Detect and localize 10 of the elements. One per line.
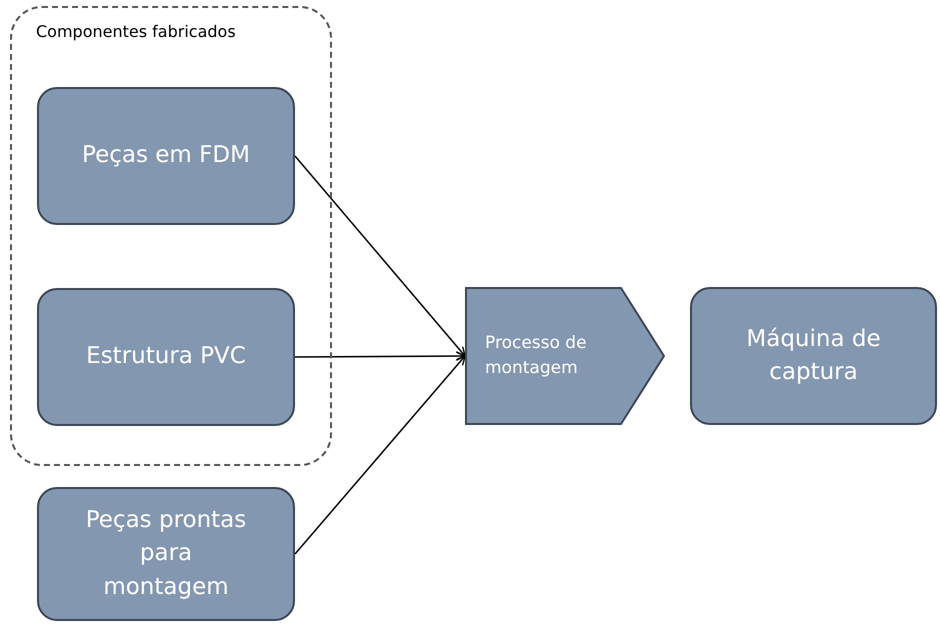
node-label: Processo de montagem: [485, 332, 588, 380]
group-title: Componentes fabricados: [36, 22, 236, 41]
process-box: Peças prontas para montagem: [37, 487, 295, 621]
process-box: Máquina de captura: [690, 287, 937, 425]
process-box: Estrutura PVC: [37, 288, 295, 426]
arrow: [294, 355, 466, 554]
dashed-group-outline: [10, 6, 332, 466]
arrow: [294, 156, 466, 357]
process-box: Peças em FDM: [37, 87, 295, 225]
arrow: [295, 350, 466, 362]
